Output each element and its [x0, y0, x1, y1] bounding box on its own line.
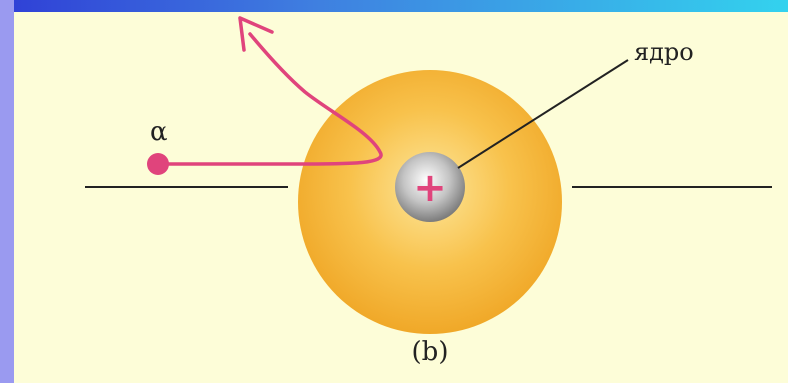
nucleus-pointer-line: [457, 59, 629, 169]
nucleus-label: ядро: [634, 38, 694, 66]
alpha-label: α: [150, 117, 168, 147]
caption-label: (b): [412, 337, 449, 367]
nucleus-charge-label: +: [413, 165, 447, 211]
alpha-trajectory: [156, 32, 383, 166]
top-border-bar: [0, 0, 788, 12]
left-border-bar: [0, 0, 14, 383]
alpha-particle: [147, 153, 169, 175]
trajectory-arrowhead: [238, 16, 274, 52]
nucleus: [395, 152, 465, 222]
